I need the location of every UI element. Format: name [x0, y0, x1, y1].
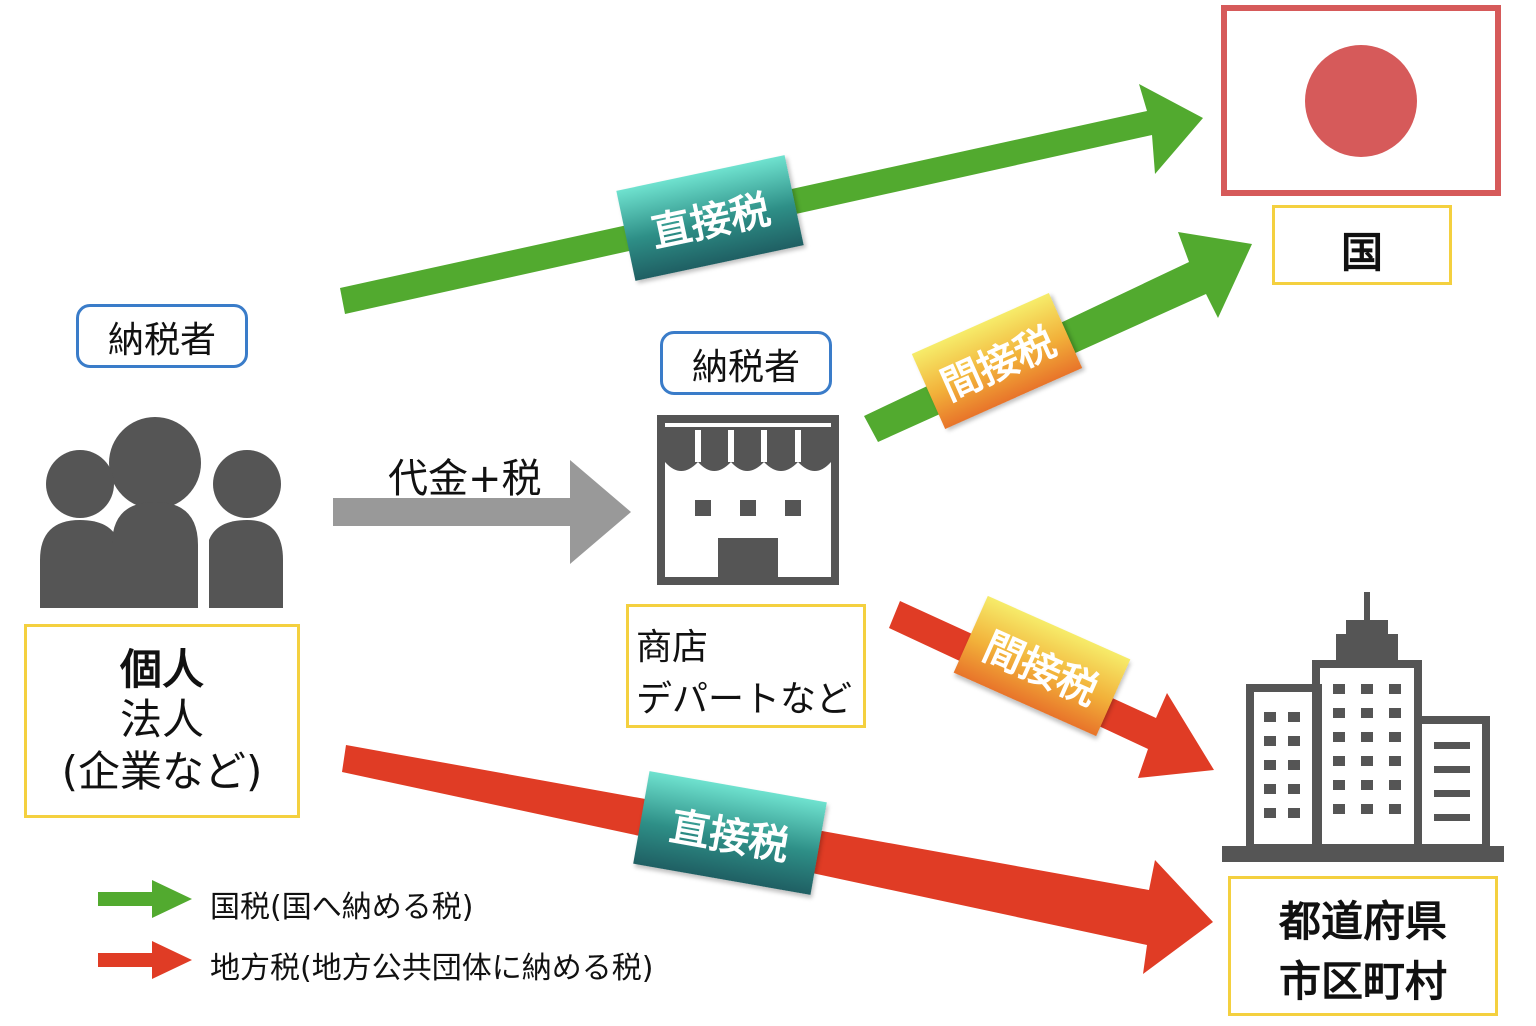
individual-name-box	[24, 624, 300, 818]
individual-name-corporation: 法人	[119, 695, 204, 744]
store-name-line1: 商店	[636, 627, 709, 668]
payment-label: 代金+税	[388, 456, 542, 502]
store-name-line2: デパートなど	[636, 679, 853, 720]
taxpayer-individual-label: 納税者	[107, 320, 216, 361]
individual-name-bold: 個人	[119, 645, 204, 694]
building-windows-left	[1264, 712, 1300, 818]
taxpayer-store-label-box	[660, 331, 832, 395]
individual-name-note: (企業など)	[61, 747, 263, 796]
government-building-icon	[1222, 592, 1504, 862]
legend-national-label: 国税(国へ納める税)	[210, 890, 474, 925]
store-icon	[657, 415, 839, 585]
legend-local-arrow-icon	[98, 941, 192, 979]
people-icon	[40, 417, 283, 608]
taxpayer-store-label: 納税者	[691, 347, 800, 388]
building-windows-center	[1333, 684, 1401, 814]
taxpayer-individual-label-box	[76, 304, 248, 368]
japan-flag-icon	[1221, 5, 1501, 196]
local-gov-line1: 都道府県	[1278, 897, 1447, 946]
legend-local-label: 地方税(地方公共団体に納める税)	[210, 951, 654, 986]
payment-arrow	[333, 460, 631, 564]
local-gov-label-box	[1228, 876, 1498, 1016]
building-windows-right	[1434, 742, 1470, 821]
legend-national-arrow-icon	[98, 880, 192, 918]
country-label-box	[1272, 205, 1452, 285]
country-label: 国	[1340, 228, 1383, 277]
store-name-box	[626, 604, 866, 728]
local-gov-line2: 市区町村	[1278, 957, 1447, 1006]
